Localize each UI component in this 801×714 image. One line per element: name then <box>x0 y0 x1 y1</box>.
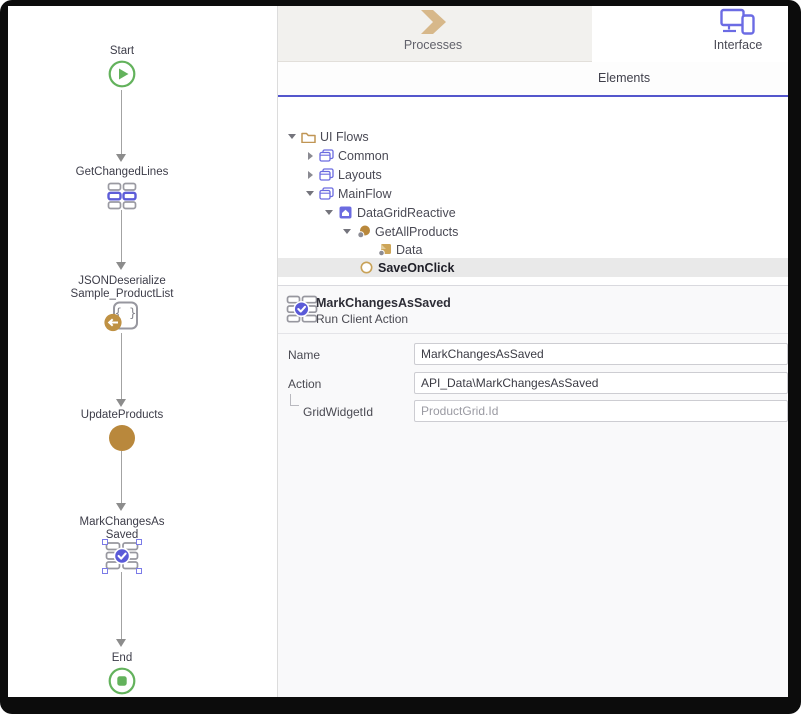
folder-icon <box>300 131 317 143</box>
tab-interface-label: Interface <box>713 38 763 52</box>
name-field[interactable] <box>414 343 788 365</box>
data-output-icon <box>376 243 393 256</box>
start-icon <box>108 60 136 88</box>
flow-node-start[interactable] <box>108 60 136 93</box>
flow-node-jsondeserialize[interactable]: { } <box>103 301 141 338</box>
tree-item-label: Layouts <box>338 167 382 182</box>
tree-item-label: SaveOnClick <box>378 260 455 275</box>
tree-item-label: MainFlow <box>338 186 392 201</box>
elements-tree: UI Flows Common <box>278 97 788 285</box>
flow-arrowhead <box>116 639 126 647</box>
tree-item-label: DataGridReactive <box>357 205 456 220</box>
end-icon <box>108 667 136 695</box>
tab-interface[interactable]: Interface <box>592 6 788 62</box>
elements-accent-line <box>278 95 788 97</box>
flow-node-jsondeserialize-label: JSONDeserialize Sample_ProductList <box>70 275 174 300</box>
flow-node-getchangedlines[interactable] <box>107 182 137 215</box>
properties-divider <box>278 285 788 286</box>
home-screen-icon <box>337 206 354 219</box>
flow-connector <box>121 572 122 639</box>
expand-caret-icon[interactable] <box>286 134 298 139</box>
tree-item-label: GetAllProducts <box>375 224 459 239</box>
flow-canvas[interactable]: Start GetChangedLines <box>8 6 277 697</box>
tree-row-data[interactable]: Data <box>278 240 788 259</box>
tree-row-common[interactable]: Common <box>278 146 788 165</box>
child-property-connector <box>290 394 299 406</box>
tab-strip: Processes Interface <box>278 6 788 62</box>
flow-arrowhead <box>116 262 126 270</box>
flow-node-markchanges[interactable] <box>105 541 139 576</box>
gridwidgetid-field-label: GridWidgetId <box>303 405 374 419</box>
run-client-action-icon <box>286 295 318 323</box>
name-field-label: Name <box>288 348 321 362</box>
tree-row-layouts[interactable]: Layouts <box>278 165 788 184</box>
properties-subtitle: Run Client Action <box>316 312 409 326</box>
tree-row-getallproducts[interactable]: GetAllProducts <box>278 222 788 241</box>
panel-separator[interactable] <box>277 6 278 697</box>
ui-flow-icon <box>318 168 335 181</box>
properties-title: MarkChangesAsSaved <box>316 296 451 310</box>
flow-connector <box>121 210 122 262</box>
action-field[interactable] <box>414 372 788 394</box>
right-panel: Processes Interface Elements <box>278 6 788 697</box>
expand-caret-icon[interactable] <box>304 170 316 179</box>
tab-processes[interactable]: Processes <box>278 6 592 62</box>
expand-caret-icon[interactable] <box>341 229 353 234</box>
expand-caret-icon[interactable] <box>304 191 316 196</box>
expand-caret-icon[interactable] <box>323 210 335 215</box>
ui-flow-icon <box>318 149 335 162</box>
client-action-circle-icon <box>358 261 375 274</box>
tree-row-saveonclick[interactable]: SaveOnClick <box>278 258 788 277</box>
flow-arrowhead <box>116 399 126 407</box>
flow-arrowhead <box>116 154 126 162</box>
devices-icon <box>720 8 755 35</box>
flow-node-end[interactable] <box>108 667 136 697</box>
action-field-label: Action <box>288 377 322 391</box>
app-content: Start GetChangedLines <box>8 6 788 697</box>
tree-row-ui-flows[interactable]: UI Flows <box>278 127 788 146</box>
elements-header: Elements <box>278 62 788 95</box>
flow-connector <box>121 90 122 154</box>
json-deserialize-icon: { } <box>104 301 138 332</box>
flow-node-getchangedlines-label: GetChangedLines <box>75 166 169 178</box>
flow-node-markchanges-label: MarkChangesAs Saved <box>79 516 165 541</box>
properties-panel: MarkChangesAsSaved Run Client Action Nam… <box>278 286 788 697</box>
selection-handle[interactable] <box>136 539 142 545</box>
properties-header-divider <box>278 333 788 334</box>
svg-text:{ }: { } <box>115 306 137 320</box>
selection-handle[interactable] <box>136 568 142 574</box>
tree-row-datagridreactive[interactable]: DataGridReactive <box>278 203 788 222</box>
flow-node-start-label: Start <box>109 45 135 57</box>
run-client-action-icon <box>105 542 139 570</box>
tree-item-label: Common <box>338 148 389 163</box>
process-chevron-icon <box>421 10 446 34</box>
flow-node-updateproducts-label: UpdateProducts <box>80 409 164 421</box>
selection-handle[interactable] <box>102 539 108 545</box>
flow-arrowhead <box>116 503 126 511</box>
ui-flow-icon <box>318 187 335 200</box>
tree-item-label: UI Flows <box>320 129 369 144</box>
tree-item-label: Data <box>396 242 423 257</box>
expand-caret-icon[interactable] <box>304 151 316 160</box>
tab-processes-label: Processes <box>403 38 463 52</box>
aggregate-icon <box>355 225 372 238</box>
flow-connector <box>121 333 122 399</box>
flow-connector <box>121 451 122 503</box>
flow-node-updateproducts[interactable] <box>109 425 135 451</box>
flow-node-end-label: End <box>111 652 133 664</box>
elements-title: Elements <box>598 71 651 85</box>
gridwidgetid-field[interactable] <box>414 400 788 422</box>
selection-handle[interactable] <box>102 568 108 574</box>
grid-rows-icon <box>107 182 137 210</box>
tree-row-mainflow[interactable]: MainFlow <box>278 184 788 203</box>
